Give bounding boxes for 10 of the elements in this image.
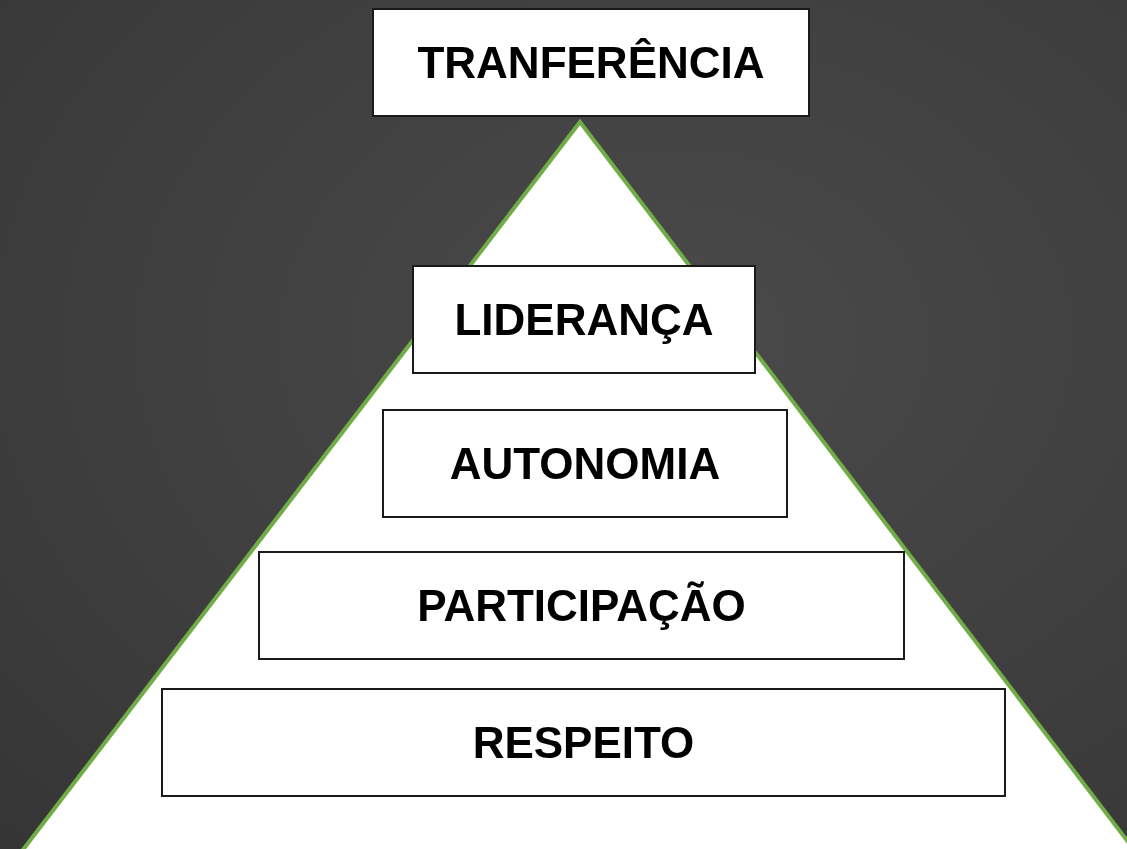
level-box <box>382 409 788 518</box>
level-label: RESPEITO <box>472 717 695 768</box>
level-label: AUTONOMIA <box>449 438 721 489</box>
level-box <box>372 8 810 117</box>
level-box <box>258 551 905 660</box>
level-box <box>412 265 756 374</box>
level-label: LIDERANÇA <box>454 294 714 345</box>
level-label: PARTICIPAÇÃO <box>417 580 746 631</box>
level-label: TRANFERÊNCIA <box>417 37 765 88</box>
level-box <box>161 688 1006 797</box>
